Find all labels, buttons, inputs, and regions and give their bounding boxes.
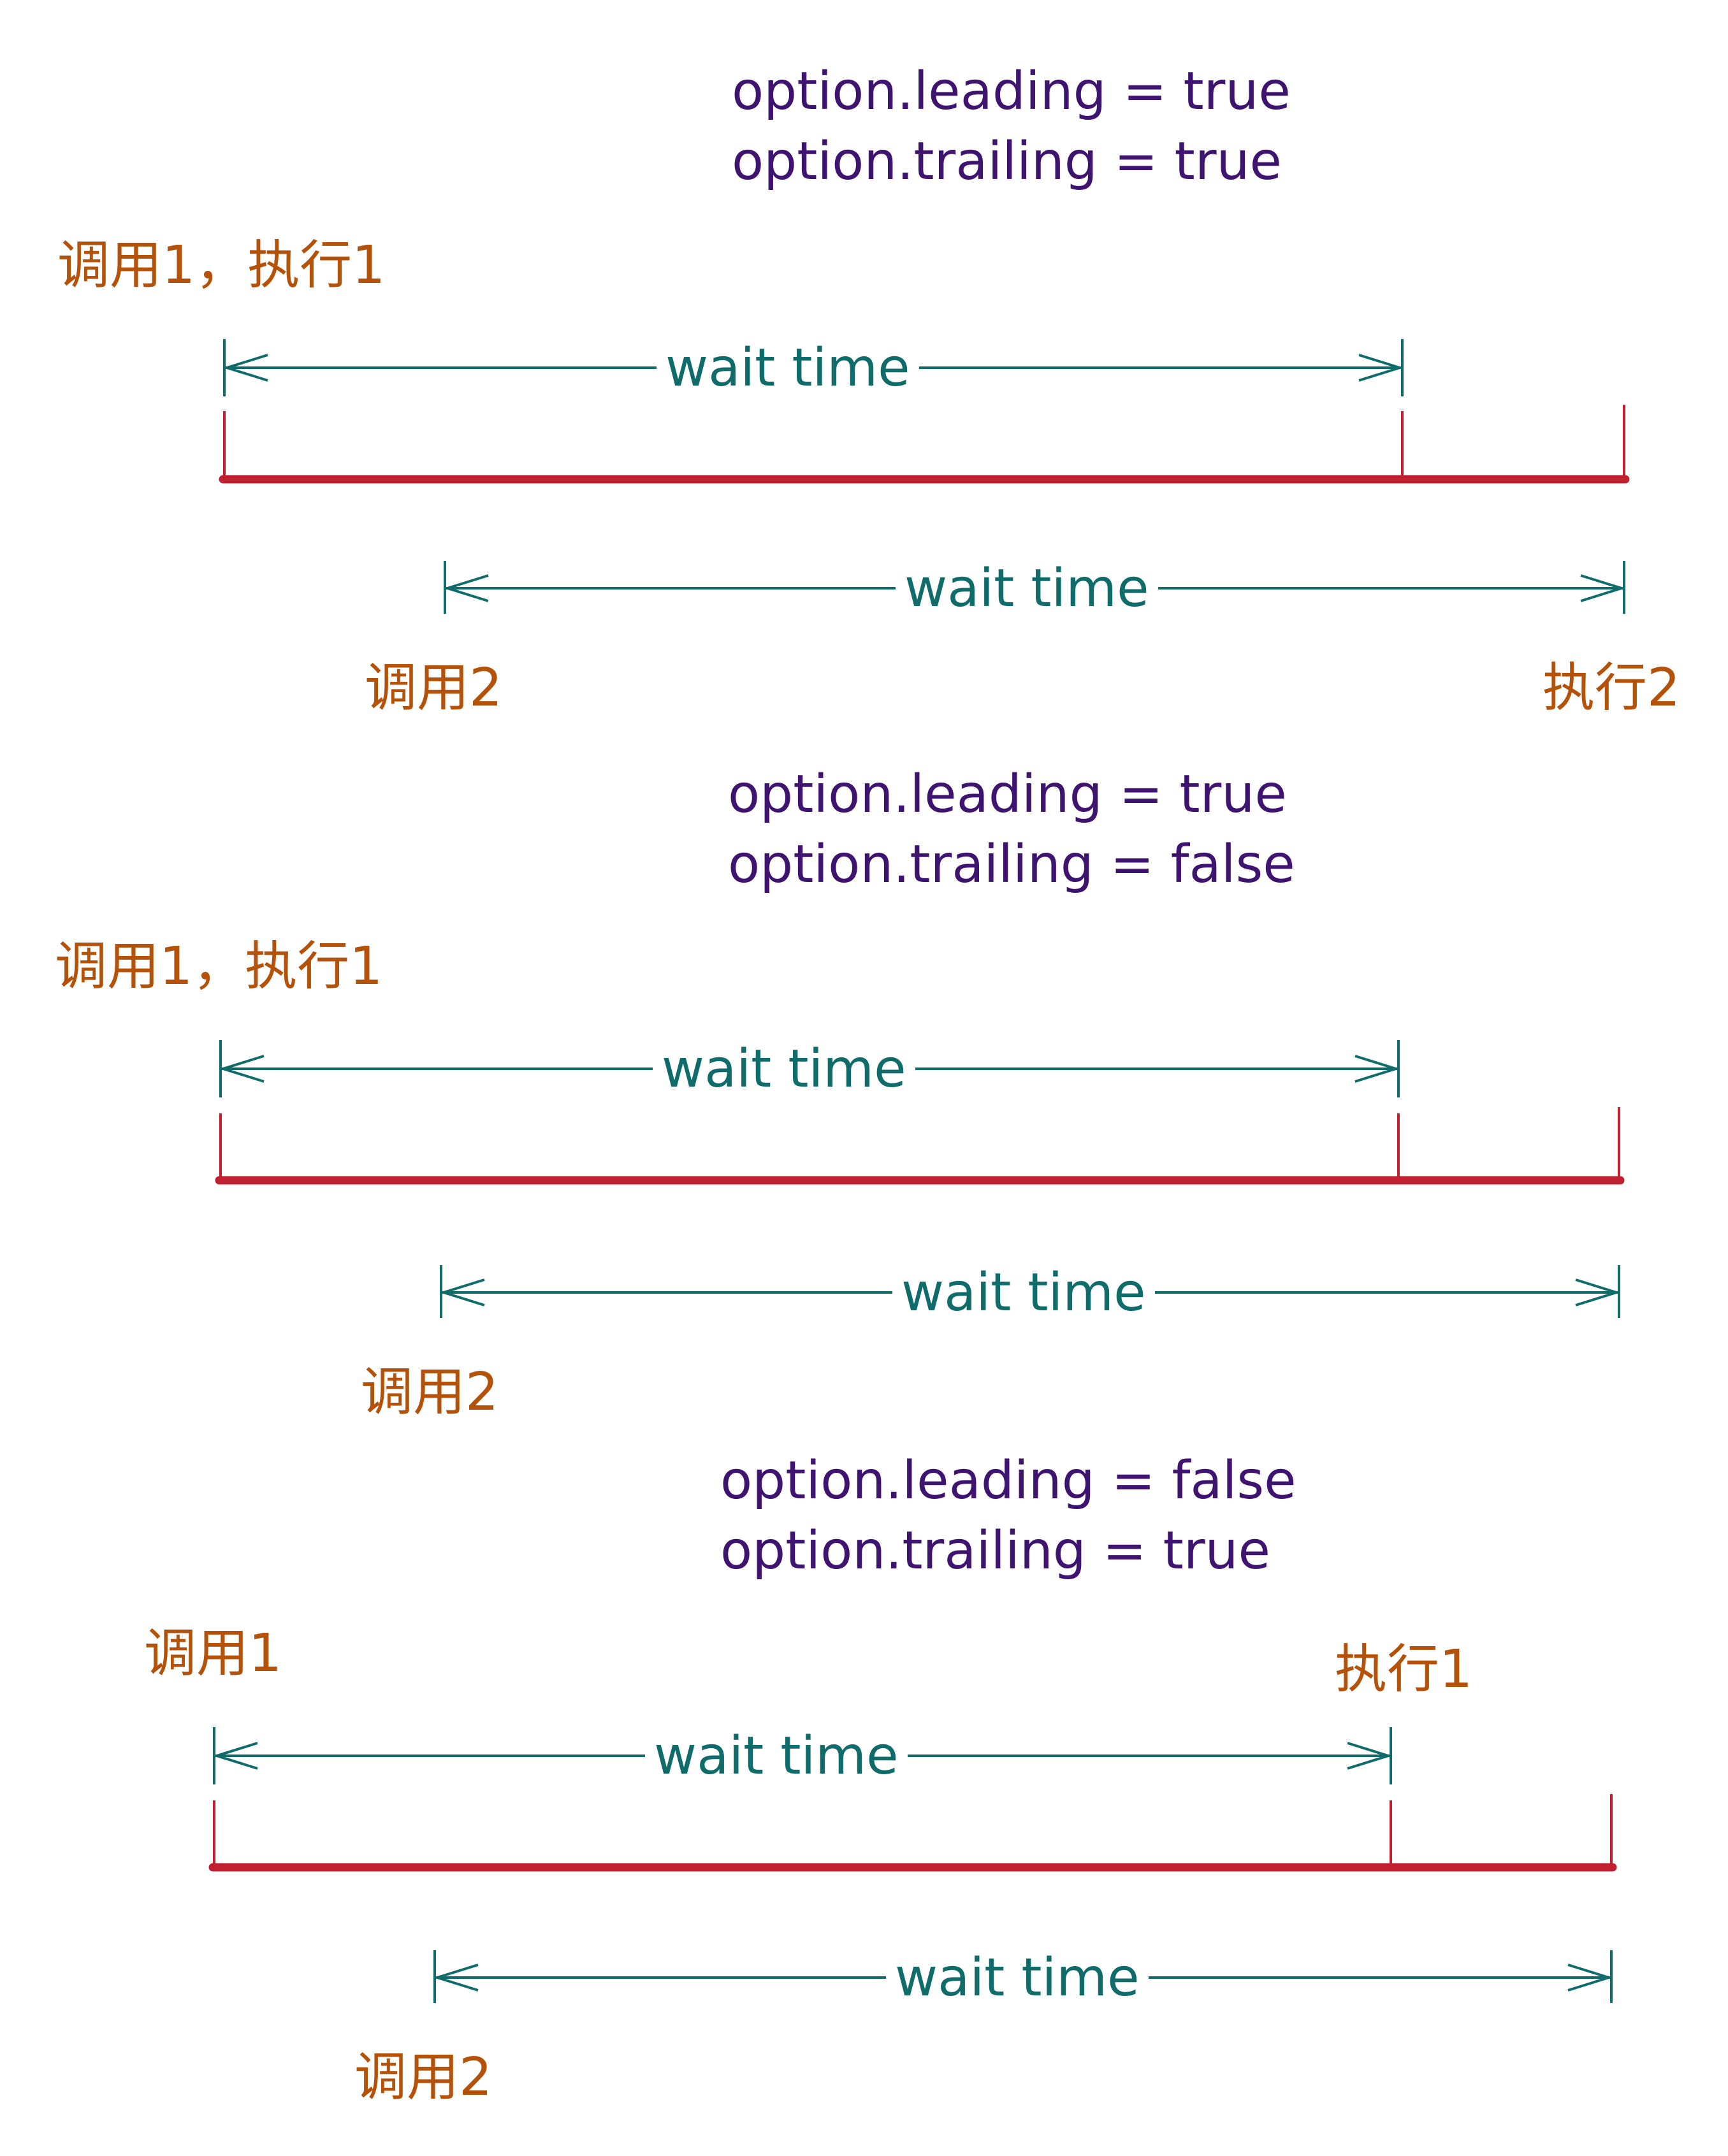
event-call-2: 调用2 bbox=[354, 2047, 493, 2108]
interval-1-left-arrowhead bbox=[219, 1055, 265, 1083]
interval-2-right-arrowhead bbox=[1567, 1964, 1613, 1992]
interval-1-left-arrowhead bbox=[222, 354, 268, 382]
event-call-1-execute-1: 调用1，执行1 bbox=[57, 235, 386, 296]
event-call-2: 调用2 bbox=[365, 658, 503, 718]
event-execute-2: 执行2 bbox=[1543, 658, 1681, 718]
event-call-2: 调用2 bbox=[361, 1362, 499, 1422]
panel-leading-true-trailing-false: option.leading = true option.trailing = … bbox=[0, 698, 1728, 1422]
interval-2-right-arrowhead bbox=[1575, 1278, 1621, 1306]
panel-leading-false-trailing-true: option.leading = false option.trailing =… bbox=[0, 1383, 1728, 2108]
interval-2-left-arrowhead bbox=[433, 1964, 479, 1992]
config-trailing: option.trailing = true bbox=[720, 1521, 1270, 1581]
interval-2-label: wait time bbox=[886, 1946, 1149, 2010]
interval-2-label: wait time bbox=[892, 1261, 1155, 1325]
panel-1-timeline-graphic bbox=[219, 339, 1630, 614]
interval-1-label: wait time bbox=[645, 1725, 908, 1788]
interval-1-right-arrowhead bbox=[1354, 1055, 1400, 1083]
config-leading: option.leading = true bbox=[728, 764, 1287, 825]
interval-2-label: wait time bbox=[896, 557, 1158, 621]
interval-1-label: wait time bbox=[653, 1038, 915, 1101]
interval-2-left-arrowhead bbox=[439, 1278, 485, 1306]
config-leading: option.leading = false bbox=[720, 1451, 1296, 1511]
interval-2-right-arrowhead bbox=[1580, 574, 1626, 602]
interval-1-label: wait time bbox=[657, 336, 919, 400]
config-trailing: option.trailing = true bbox=[732, 131, 1282, 192]
event-call-1: 调用1 bbox=[144, 1623, 282, 1684]
event-execute-1: 执行1 bbox=[1335, 1639, 1473, 1700]
interval-2-left-arrowhead bbox=[443, 574, 489, 602]
interval-1-left-arrowhead bbox=[212, 1742, 258, 1770]
config-leading: option.leading = true bbox=[732, 61, 1291, 122]
config-trailing: option.trailing = false bbox=[728, 834, 1295, 895]
interval-1-right-arrowhead bbox=[1347, 1742, 1393, 1770]
interval-1-right-arrowhead bbox=[1358, 354, 1404, 382]
panel-leading-true-trailing-true: option.leading = true option.trailing = … bbox=[0, 0, 1728, 718]
event-call-1-execute-1: 调用1，执行1 bbox=[55, 936, 383, 997]
